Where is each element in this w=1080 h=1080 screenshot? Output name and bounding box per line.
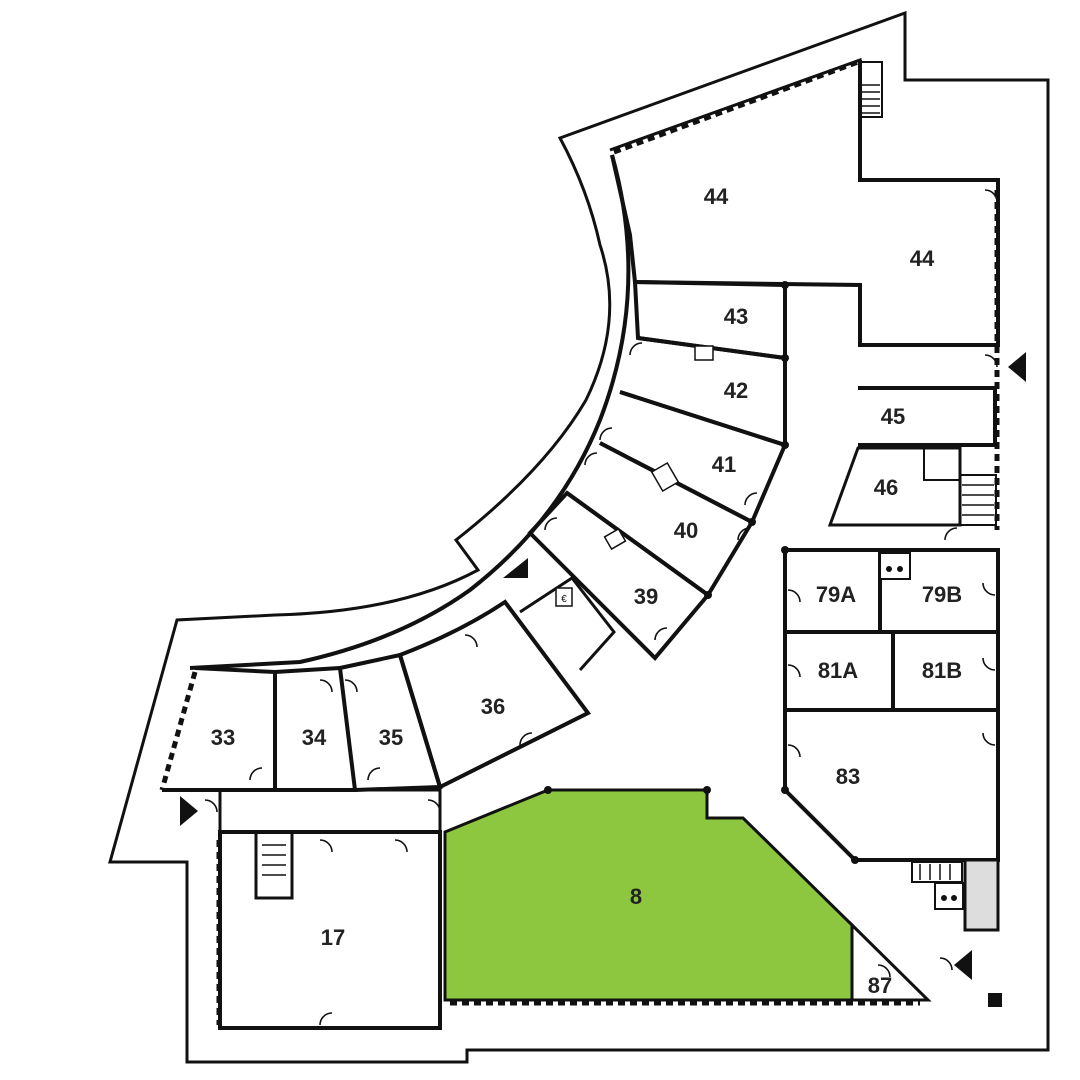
stairs-icon-46 — [959, 474, 997, 526]
atm-icon: € — [555, 587, 573, 607]
dashed-boundary-43 — [784, 284, 860, 445]
label-room-34: 34 — [302, 725, 327, 750]
inner-corridor-outline — [609, 57, 998, 182]
elevator-icon — [879, 552, 911, 580]
room-45[interactable] — [858, 386, 997, 447]
marker-square — [988, 993, 1002, 1007]
building-outline — [108, 10, 1050, 1064]
label-room-35: 35 — [379, 725, 403, 750]
room-87[interactable] — [850, 921, 932, 1002]
label-room-36: 36 — [481, 694, 505, 719]
label-room-17: 17 — [321, 925, 345, 950]
junction-nodes — [544, 281, 859, 864]
room-17[interactable] — [218, 830, 442, 1030]
label-room-83: 83 — [836, 764, 860, 789]
room-39[interactable] — [527, 490, 711, 661]
label-room-87: 87 — [868, 973, 892, 998]
room-36[interactable] — [397, 599, 592, 790]
stair-block-46 — [923, 447, 961, 481]
elevator-icon-south — [934, 882, 964, 910]
display-icon-41 — [650, 461, 680, 493]
entrance-arrow-icon — [180, 352, 1026, 980]
label-room-44-b: 44 — [910, 246, 935, 271]
corridor-south — [218, 788, 442, 834]
curved-wall — [189, 154, 631, 670]
display-icon-42 — [694, 345, 714, 361]
service-core — [963, 858, 1000, 932]
room-8-highlight[interactable] — [443, 788, 854, 1002]
label-room-81b: 81B — [922, 658, 962, 683]
label-room-81a: 81A — [818, 658, 858, 683]
display-icon-40 — [603, 527, 627, 551]
room-44-top[interactable] — [610, 60, 1000, 347]
label-room-46: 46 — [874, 475, 898, 500]
label-room-8: 8 — [630, 884, 642, 909]
label-room-40: 40 — [674, 518, 698, 543]
door-icon-set — [204, 189, 998, 1026]
label-room-39: 39 — [634, 584, 658, 609]
window-strip-left — [159, 671, 198, 791]
label-room-79b: 79B — [922, 582, 962, 607]
stairs-icon — [859, 61, 883, 118]
label-room-33: 33 — [211, 725, 235, 750]
atm-niche — [519, 575, 616, 672]
window-strip-top — [613, 59, 859, 155]
label-room-41: 41 — [712, 452, 736, 477]
stairs-icon-17 — [254, 830, 294, 900]
label-room-42: 42 — [724, 378, 748, 403]
label-room-45: 45 — [881, 404, 905, 429]
label-room-44-a: 44 — [704, 184, 729, 209]
room-83[interactable] — [783, 708, 1000, 862]
label-room-43: 43 — [724, 304, 748, 329]
stairs-icon-south — [911, 861, 963, 883]
label-room-79a: 79A — [816, 582, 856, 607]
svg-text:€: € — [561, 594, 567, 605]
room-35[interactable] — [339, 652, 443, 792]
